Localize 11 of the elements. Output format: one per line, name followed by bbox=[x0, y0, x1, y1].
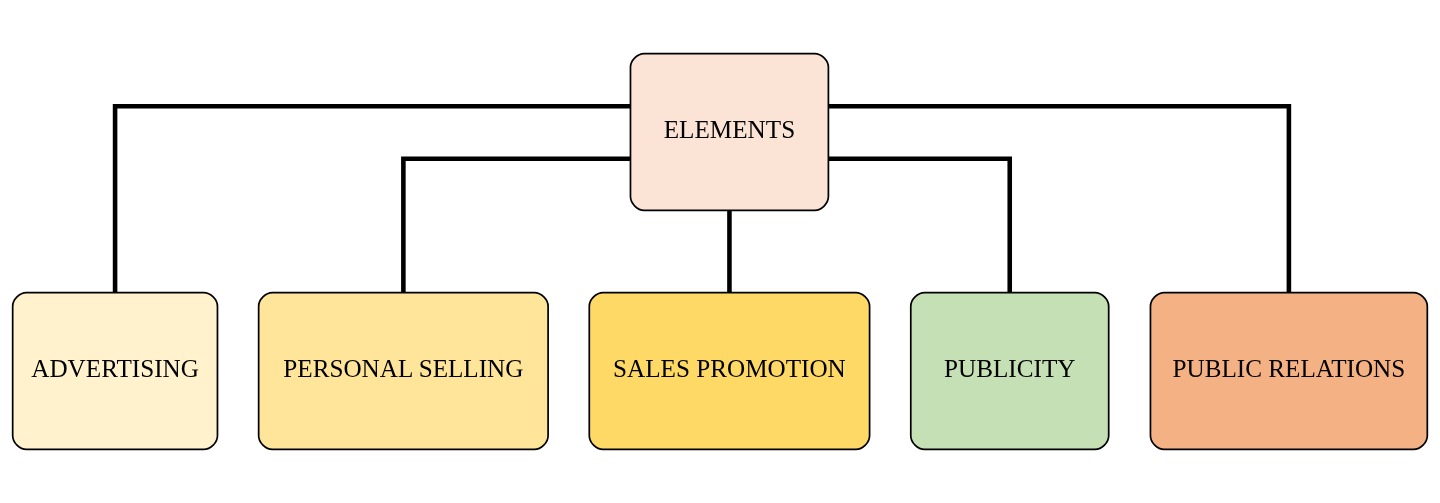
node-box: ELEMENTS bbox=[629, 52, 830, 212]
node-box: PERSONAL SELLING bbox=[257, 291, 549, 451]
node-box: SALES PROMOTION bbox=[588, 291, 871, 451]
connector bbox=[112, 103, 631, 293]
connector bbox=[828, 103, 1292, 293]
connector bbox=[828, 156, 1013, 293]
node-box: PUBLICITY bbox=[909, 291, 1110, 451]
connector bbox=[401, 156, 631, 293]
node-box: ADVERTISING bbox=[11, 291, 219, 451]
connector bbox=[727, 210, 732, 293]
node-box: PUBLIC RELATIONS bbox=[1149, 291, 1429, 451]
